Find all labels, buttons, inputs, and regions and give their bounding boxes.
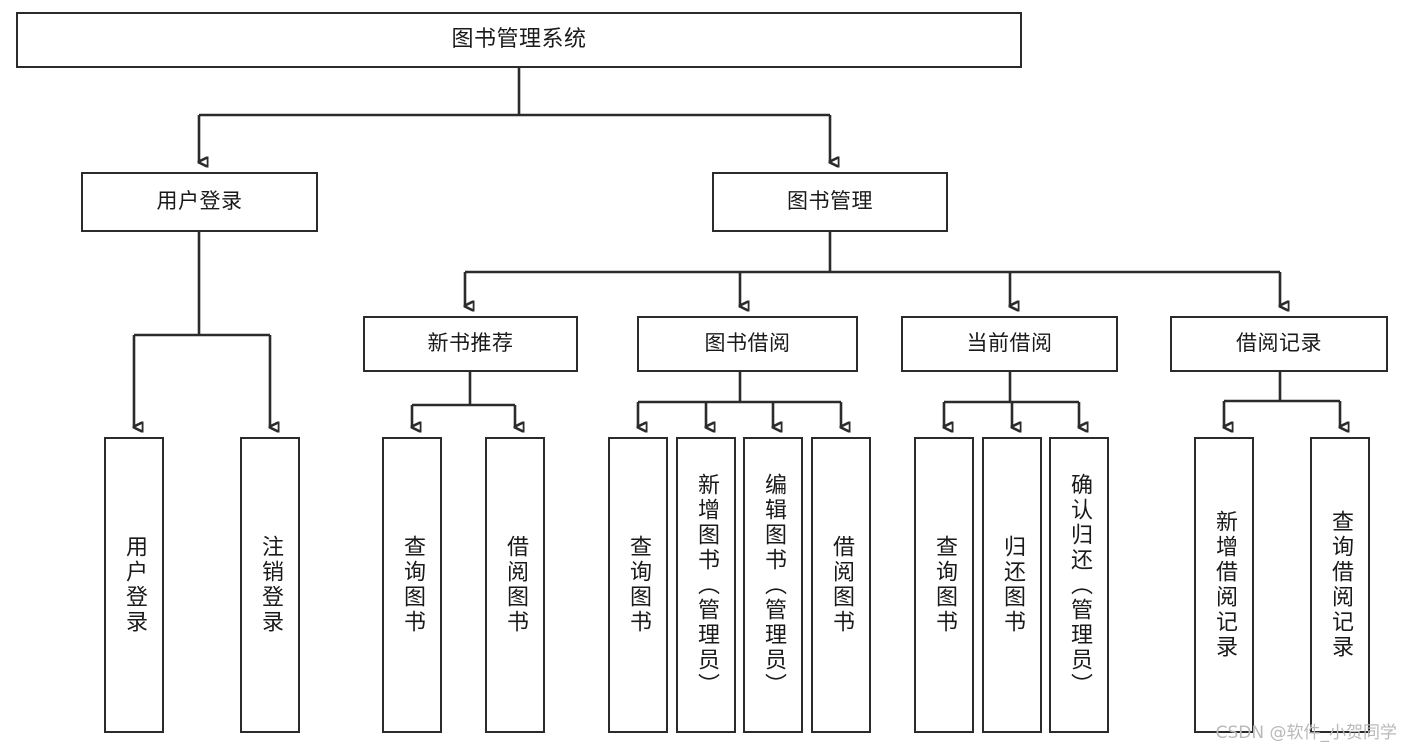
node-label: 新增图书（管理员） bbox=[694, 472, 719, 698]
node-label: 查询图书 bbox=[932, 535, 957, 635]
node-label: 图书管理 bbox=[787, 189, 873, 214]
node-borrowing-records[interactable]: 借阅记录 bbox=[1170, 316, 1388, 372]
leaf-query-borrow-record[interactable]: 查询借阅记录 bbox=[1310, 437, 1370, 733]
csdn-watermark: CSDN @软件_小贺同学 bbox=[1215, 723, 1397, 743]
leaf-confirm-return-admin[interactable]: 确认归还（管理员） bbox=[1049, 437, 1109, 733]
node-label: 编辑图书（管理员） bbox=[761, 472, 786, 698]
node-book-management[interactable]: 图书管理 bbox=[712, 172, 948, 232]
leaf-query-books-borrow[interactable]: 查询图书 bbox=[608, 437, 668, 733]
node-label: 图书管理系统 bbox=[451, 26, 587, 52]
node-label: 确认归还（管理员） bbox=[1067, 472, 1092, 698]
node-new-book-recommendation[interactable]: 新书推荐 bbox=[363, 316, 578, 372]
node-book-borrowing[interactable]: 图书借阅 bbox=[637, 316, 858, 372]
leaf-user-login[interactable]: 用户登录 bbox=[104, 437, 164, 733]
leaf-add-book-admin[interactable]: 新增图书（管理员） bbox=[676, 437, 736, 733]
node-label: 查询借阅记录 bbox=[1328, 510, 1353, 660]
leaf-logout[interactable]: 注销登录 bbox=[240, 437, 300, 733]
leaf-edit-book-admin[interactable]: 编辑图书（管理员） bbox=[743, 437, 803, 733]
node-user-login[interactable]: 用户登录 bbox=[81, 172, 318, 232]
leaf-query-books-current[interactable]: 查询图书 bbox=[914, 437, 974, 733]
node-label: 查询图书 bbox=[626, 535, 651, 635]
node-label: 新增借阅记录 bbox=[1212, 510, 1237, 660]
node-label: 归还图书 bbox=[1000, 535, 1025, 635]
leaf-borrow-books[interactable]: 借阅图书 bbox=[811, 437, 871, 733]
node-label: 借阅图书 bbox=[503, 535, 528, 635]
leaf-return-books[interactable]: 归还图书 bbox=[982, 437, 1042, 733]
node-label: 注销登录 bbox=[258, 535, 283, 635]
node-label: 用户登录 bbox=[156, 189, 243, 214]
node-current-borrowing[interactable]: 当前借阅 bbox=[901, 316, 1118, 372]
node-label: 当前借阅 bbox=[966, 331, 1053, 356]
node-root-library-management-system[interactable]: 图书管理系统 bbox=[16, 12, 1022, 68]
node-label: 新书推荐 bbox=[427, 331, 514, 356]
node-label: 图书借阅 bbox=[704, 331, 791, 356]
node-label: 查询图书 bbox=[400, 535, 425, 635]
leaf-add-borrow-record[interactable]: 新增借阅记录 bbox=[1194, 437, 1254, 733]
leaf-query-books-recommend[interactable]: 查询图书 bbox=[382, 437, 442, 733]
leaf-borrow-books-recommend[interactable]: 借阅图书 bbox=[485, 437, 545, 733]
node-label: 用户登录 bbox=[122, 535, 147, 635]
node-label: 借阅记录 bbox=[1236, 331, 1322, 356]
node-label: 借阅图书 bbox=[829, 535, 854, 635]
